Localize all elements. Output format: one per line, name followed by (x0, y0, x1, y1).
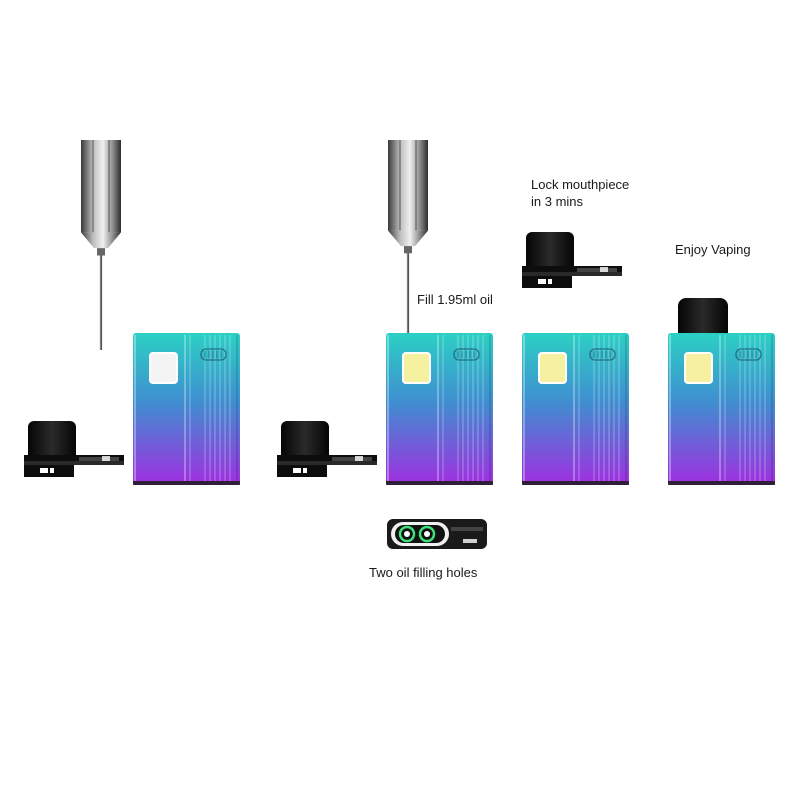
device-icon (667, 298, 776, 486)
syringe-icon (79, 138, 123, 352)
device-icon (521, 332, 630, 486)
lock-mouthpiece-label: Lock mouthpiece in 3 mins (531, 177, 630, 209)
syringe-icon (386, 138, 430, 348)
mouthpiece-icon (522, 232, 622, 288)
enjoy-vaping-label: Enjoy Vaping (675, 242, 751, 257)
mouthpiece-icon (24, 421, 124, 477)
fill-oil-label: Fill 1.95ml oil (417, 292, 493, 307)
device-icon (385, 332, 494, 486)
filling-holes-icon (387, 519, 487, 549)
filling-holes-label: Two oil filling holes (369, 565, 478, 580)
mouthpiece-icon (277, 421, 377, 477)
device-icon (132, 332, 241, 486)
